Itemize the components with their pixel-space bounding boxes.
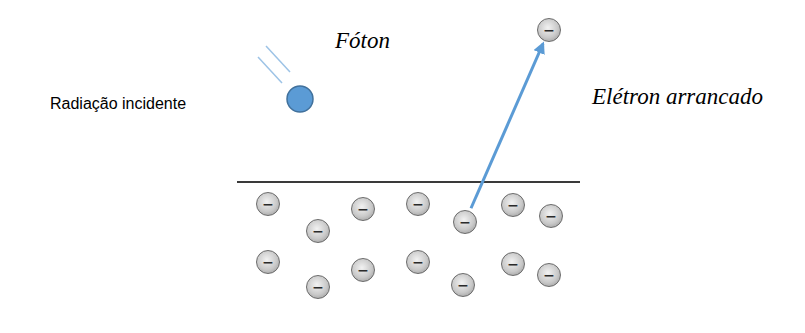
electron-charge: −: [262, 197, 274, 211]
electron-ball: −: [453, 210, 477, 234]
electron-ball: −: [537, 18, 561, 42]
electron-charge: −: [545, 209, 557, 223]
electron-ball: −: [501, 252, 525, 276]
photon-trail: [258, 57, 282, 83]
electron-ball: −: [306, 219, 330, 243]
electron-ball: −: [351, 258, 375, 282]
metal-surface: [237, 181, 580, 183]
trajectory-arrow: [471, 44, 543, 209]
electron-charge: −: [507, 198, 519, 212]
electron-ball: −: [451, 273, 475, 297]
electron-charge: −: [459, 215, 471, 229]
photon-ball: [287, 86, 313, 112]
electron-ball: −: [501, 193, 525, 217]
electron-charge: −: [357, 202, 369, 216]
electron-charge: −: [457, 278, 469, 292]
photon-label: Fóton: [335, 28, 390, 54]
electron-charge: −: [543, 23, 555, 37]
electron-charge: −: [543, 268, 555, 282]
electron-ball: −: [351, 197, 375, 221]
electron-charge: −: [312, 224, 324, 238]
photon-trail: [266, 46, 290, 72]
electron-ball: −: [406, 250, 430, 274]
electron-charge: −: [507, 257, 519, 271]
electron-ball: −: [406, 192, 430, 216]
electron-charge: −: [412, 197, 424, 211]
electron-ball: −: [306, 275, 330, 299]
electron-charge: −: [262, 255, 274, 269]
electron-charge: −: [412, 255, 424, 269]
radiation-label: Radiação incidente: [50, 95, 186, 113]
electron-charge: −: [312, 280, 324, 294]
electron-ball: −: [256, 192, 280, 216]
electron-ball: −: [256, 250, 280, 274]
electron-charge: −: [357, 263, 369, 277]
electron-ball: −: [537, 263, 561, 287]
ejected-electron-label: Elétron arrancado: [592, 84, 763, 110]
electron-ball: −: [539, 204, 563, 228]
